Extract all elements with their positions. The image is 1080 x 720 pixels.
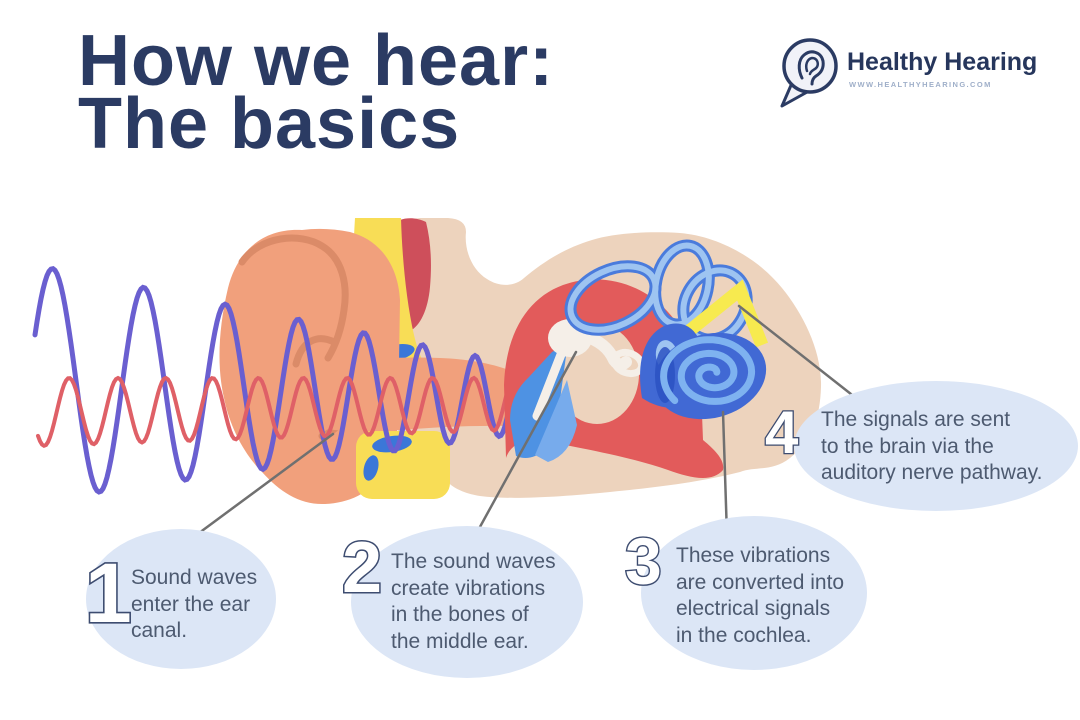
step-number-3: 3 <box>625 524 662 598</box>
step-number-2: 2 <box>342 528 382 608</box>
step-text-1: Sound waves enter the ear canal. <box>131 566 258 642</box>
page-title-line2: The basics <box>78 84 461 164</box>
bone-marrow-oval-low <box>363 455 379 481</box>
leader-line-4 <box>737 304 858 400</box>
page-title-line1: How we hear: <box>78 21 555 101</box>
callout-bubble-3 <box>641 516 867 670</box>
page-title: How we hear: The basics <box>78 21 555 164</box>
semicircular-canals <box>564 239 753 346</box>
step-text-3: These vibrations are converted into elec… <box>676 544 845 647</box>
auditory-nerve-arrow <box>663 279 769 354</box>
logo-url: WWW.HEALTHYHEARING.COM <box>849 80 992 89</box>
sound-wave-red <box>36 375 514 449</box>
callout-bubble-1 <box>86 529 276 669</box>
eardrum-highlight <box>535 380 577 462</box>
speech-bubble <box>782 38 838 94</box>
callout-bubbles <box>86 381 1078 678</box>
callout-bubble-2 <box>351 526 583 678</box>
step-text-2: The sound waves create vibrations in the… <box>391 550 556 653</box>
callout-bubble-4 <box>794 381 1078 511</box>
step-numbers: 1 2 3 4 <box>83 398 800 642</box>
cochlea-spiral-line <box>660 336 756 405</box>
logo-wordmark: Healthy Hearing <box>847 48 1038 76</box>
leader-line-3 <box>721 410 729 538</box>
step-number-4: 4 <box>765 399 799 466</box>
step-text-4: The signals are sent to the brain via th… <box>821 408 1043 484</box>
leader-line-2 <box>462 350 578 558</box>
ear-icon <box>797 50 825 86</box>
healthy-hearing-logo-icon <box>780 38 838 108</box>
malleus-handle <box>532 347 567 421</box>
step-number-1: 1 <box>85 546 132 640</box>
